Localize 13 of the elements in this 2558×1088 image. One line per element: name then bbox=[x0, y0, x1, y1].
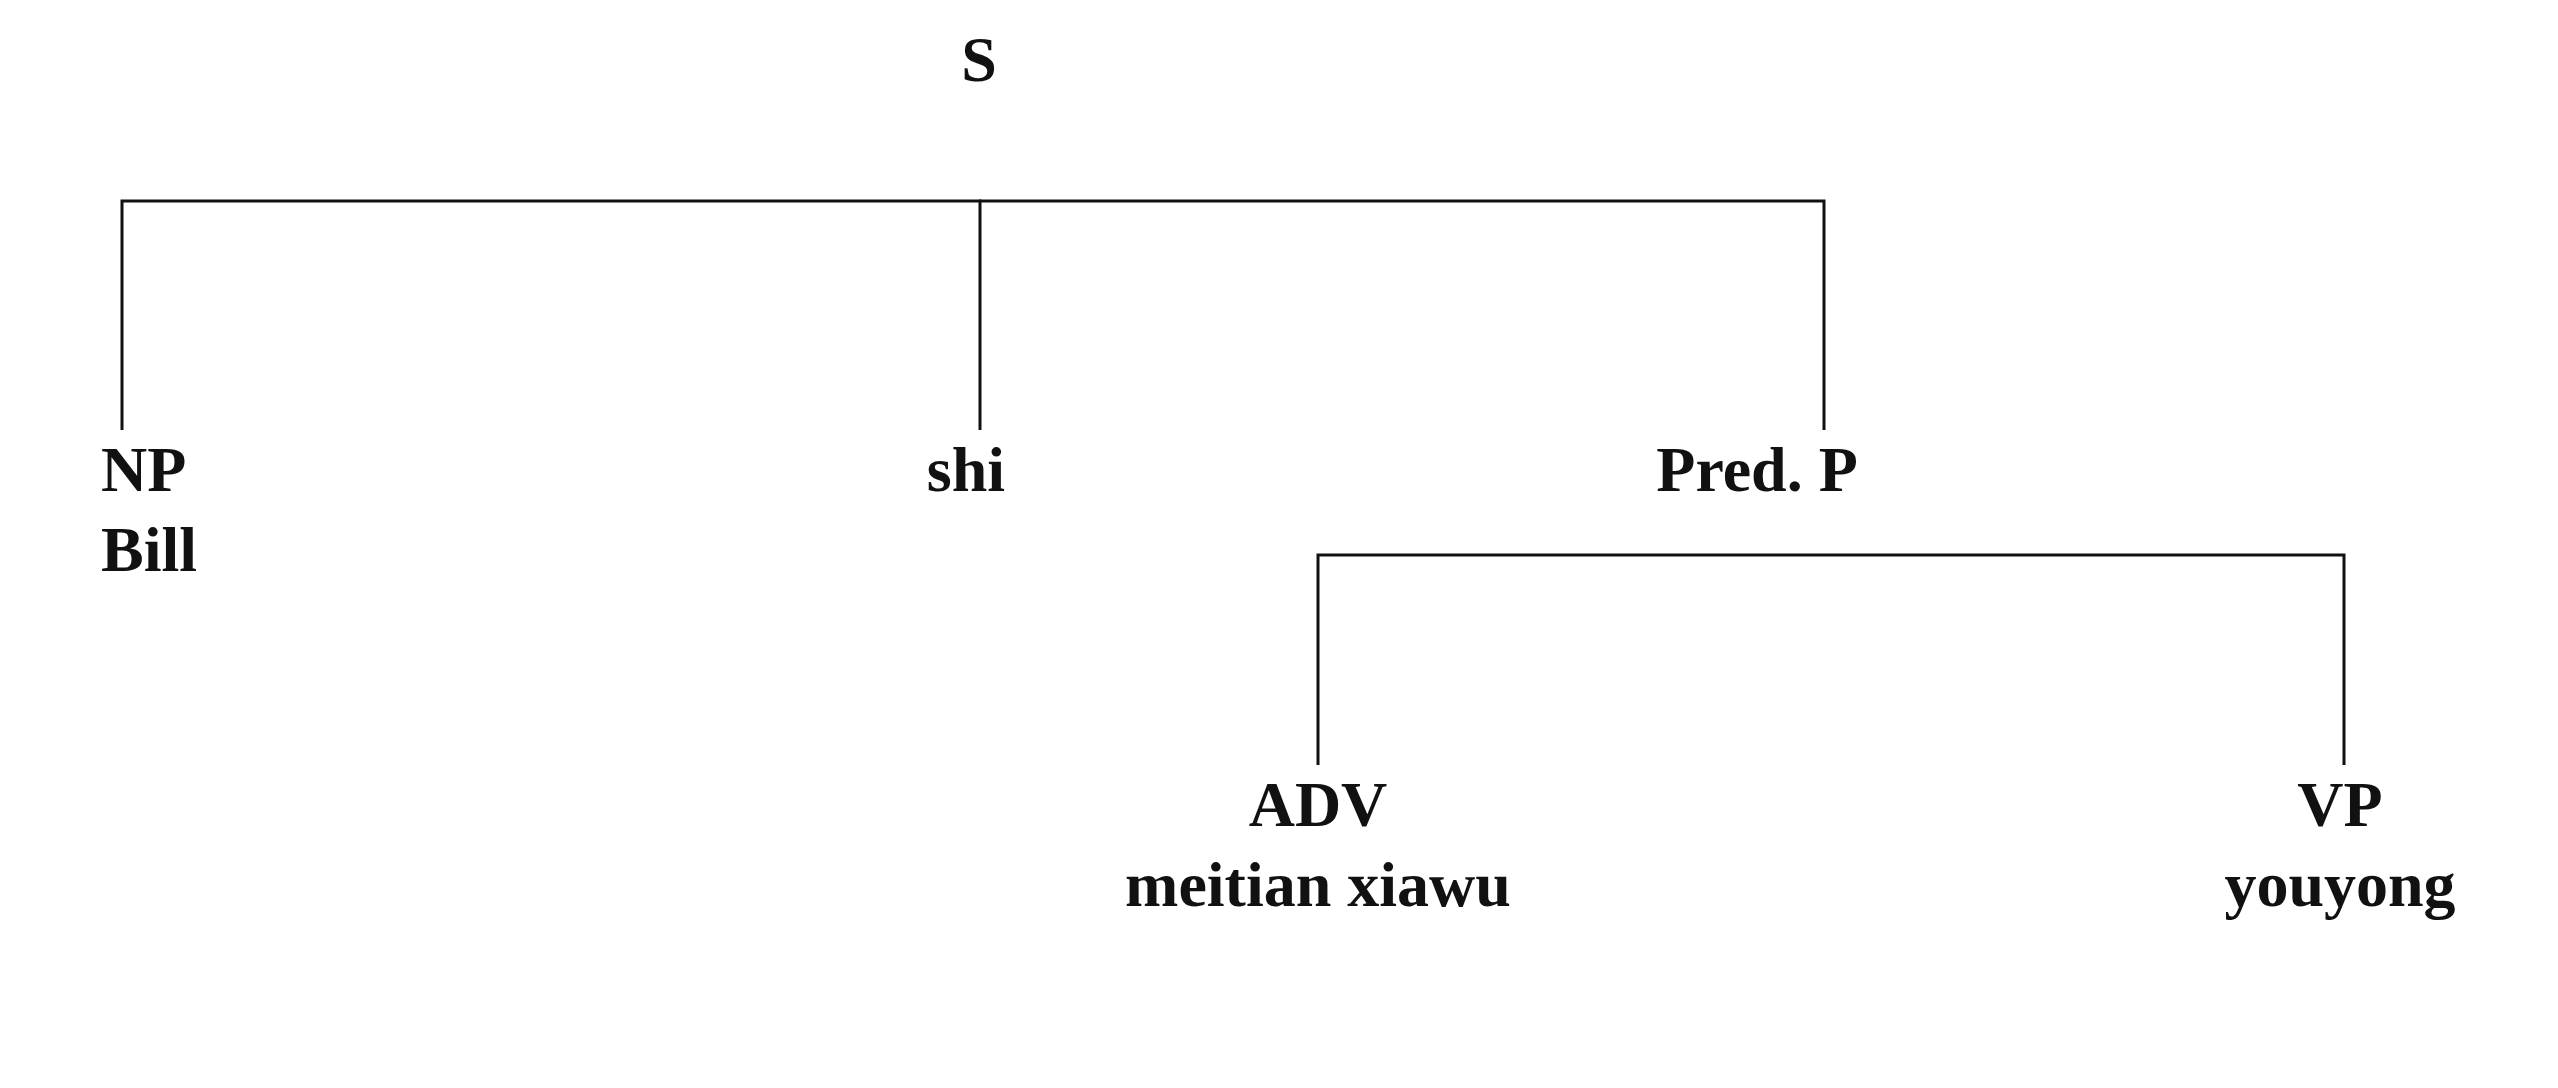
node-label: ADV bbox=[1247, 768, 1389, 842]
word-label: Bill bbox=[101, 513, 198, 587]
node-label: Pred. P bbox=[1656, 433, 1858, 507]
tree-branch bbox=[1316, 553, 1757, 765]
tree-branch bbox=[979, 199, 1826, 430]
node-label: VP bbox=[2296, 768, 2384, 842]
node-label: shi bbox=[926, 433, 1006, 507]
tree-branch bbox=[120, 199, 979, 430]
word-label: youyong bbox=[2224, 848, 2456, 922]
tree-branch bbox=[1757, 553, 2346, 765]
node-label: S bbox=[961, 23, 997, 97]
word-label: meitian xiawu bbox=[1125, 848, 1511, 922]
node-label: NP bbox=[101, 433, 188, 507]
